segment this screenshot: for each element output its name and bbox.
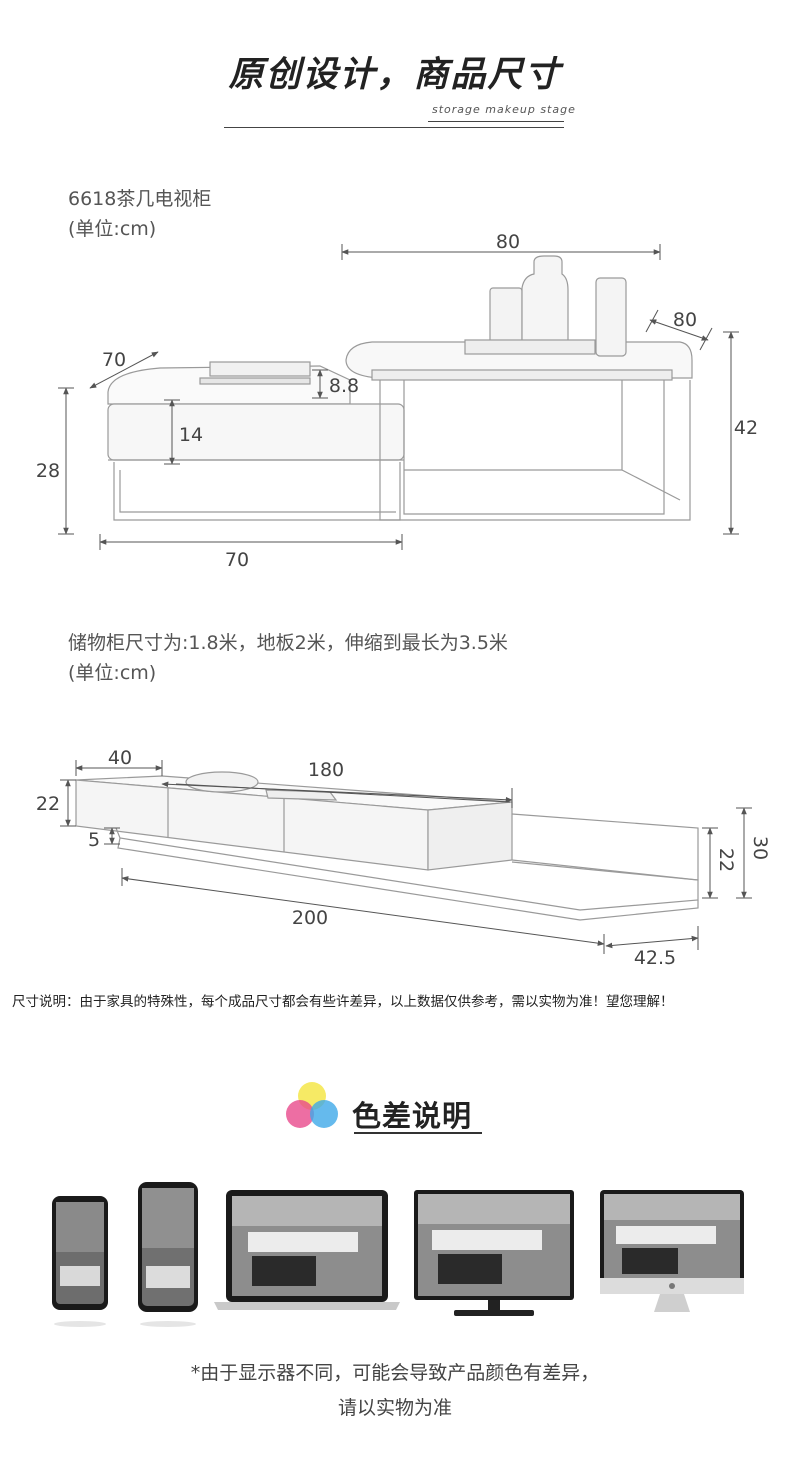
page-subtitle: storage makeup stage bbox=[432, 103, 576, 116]
subtitle-underline bbox=[428, 121, 564, 122]
dim2-left-height: 22 bbox=[36, 793, 60, 815]
devices-row bbox=[52, 1182, 744, 1327]
size-disclaimer: 尺寸说明：由于家具的特殊性，每个成品尺寸都会有些许差异，以上数据仅供参考，需以实… bbox=[12, 994, 674, 1010]
dim-top-width: 80 bbox=[496, 231, 520, 253]
footer-line-1: *由于显示器不同，可能会导致产品颜色有差异， bbox=[190, 1362, 600, 1384]
rgb-circles-icon bbox=[286, 1082, 338, 1128]
imac-device bbox=[600, 1190, 744, 1312]
footer-line-2: 请以实物为准 bbox=[337, 1397, 452, 1419]
color-diff-underline bbox=[354, 1132, 482, 1134]
dim2-floor-length: 200 bbox=[292, 907, 328, 929]
dim2-ext-length: 42.5 bbox=[634, 947, 676, 969]
page-title: 原创设计，商品尺寸 bbox=[228, 55, 562, 95]
dim-left-height: 28 bbox=[36, 460, 60, 482]
dim2-cabinet-length: 180 bbox=[308, 759, 344, 781]
unit-label-1: (单位:cm) bbox=[68, 218, 157, 240]
tv-cabinet-diagram: 40 180 22 5 200 42.5 22 30 bbox=[36, 747, 771, 969]
dim-left-depth: 70 bbox=[102, 349, 126, 371]
dim2-base-gap: 5 bbox=[88, 829, 100, 851]
dim-inner-height: 14 bbox=[179, 424, 203, 446]
dim2-left-depth: 40 bbox=[108, 747, 132, 769]
dim-right-depth: 80 bbox=[673, 309, 697, 331]
dim-right-height: 42 bbox=[734, 417, 758, 439]
color-diff-title: 色差说明 bbox=[352, 1099, 473, 1133]
unit-label-2: (单位:cm) bbox=[68, 662, 157, 684]
product-name: 6618茶几电视柜 bbox=[68, 188, 212, 210]
coffee-table-diagram: 80 80 42 70 8.8 14 28 70 bbox=[36, 231, 758, 571]
dim-drawer-height: 8.8 bbox=[329, 375, 359, 397]
laptop-device bbox=[214, 1190, 400, 1310]
title-divider bbox=[224, 127, 564, 128]
monitor-device bbox=[414, 1190, 574, 1316]
phone-device bbox=[52, 1196, 108, 1327]
phone-device bbox=[138, 1182, 198, 1327]
dim2-right-inner-height: 22 bbox=[715, 848, 737, 872]
dim2-right-height: 30 bbox=[749, 836, 771, 860]
storage-description: 储物柜尺寸为:1.8米，地板2米，伸缩到最长为3.5米 bbox=[68, 632, 508, 654]
dim-bottom-width: 70 bbox=[225, 549, 249, 571]
